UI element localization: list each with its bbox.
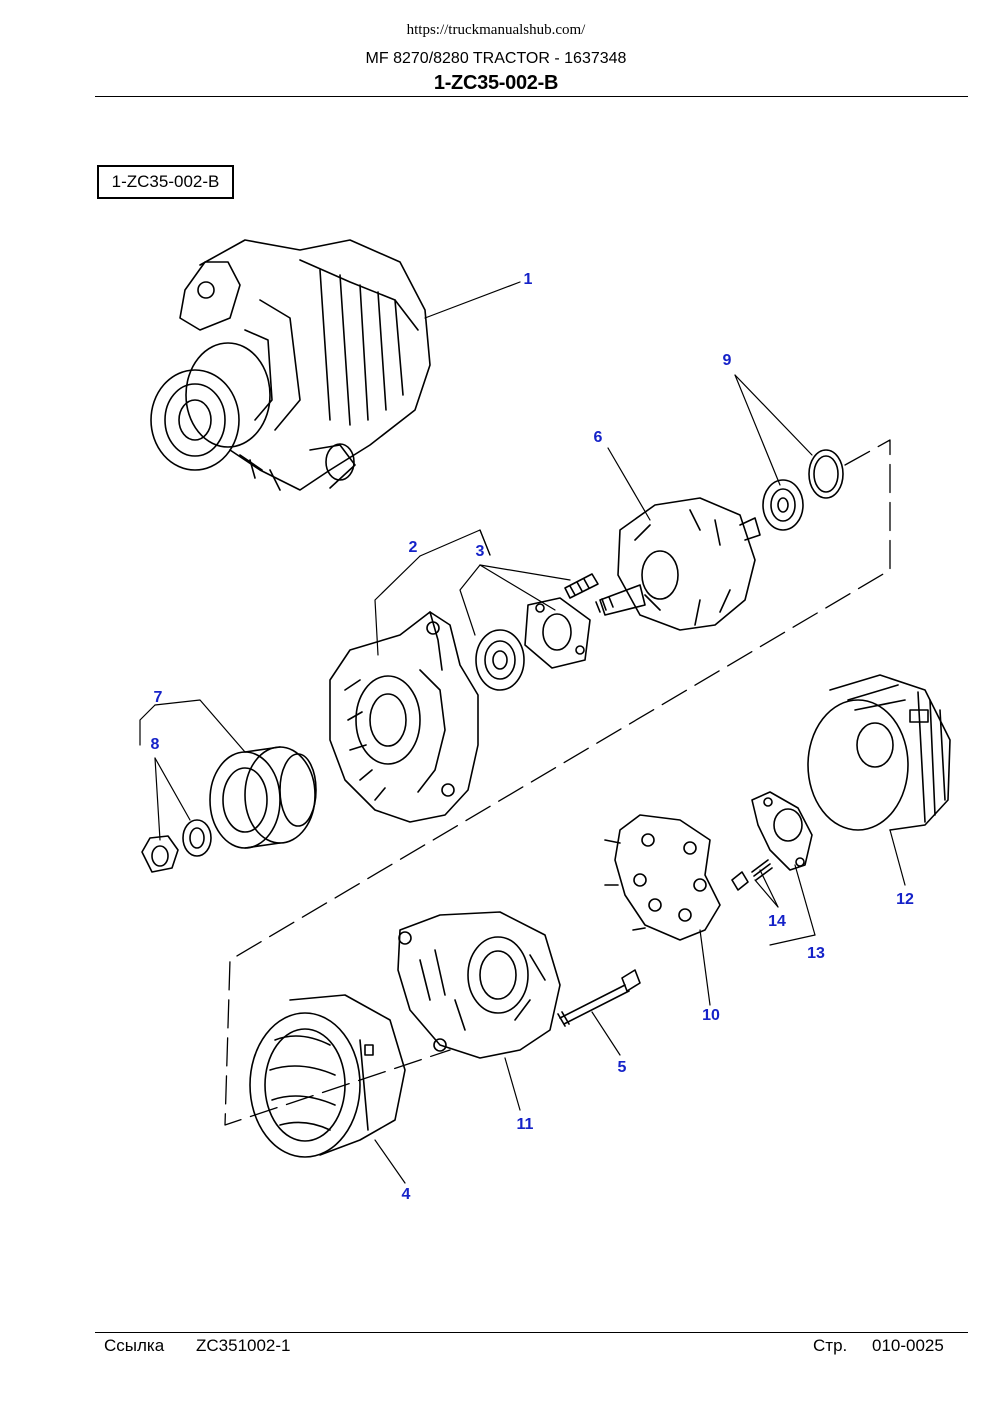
page-label: Стр. bbox=[813, 1336, 848, 1355]
callout-5: 5 bbox=[617, 1059, 627, 1076]
callout-13: 13 bbox=[807, 945, 825, 962]
section-code: 1-ZC35-002-B bbox=[433, 72, 559, 94]
document-title: MF 8270/8280 TRACTOR - 1637348 bbox=[365, 50, 627, 67]
callout-7: 7 bbox=[153, 689, 163, 706]
callout-12: 12 bbox=[896, 891, 914, 908]
callout-8: 8 bbox=[150, 736, 160, 753]
header-rule bbox=[95, 96, 968, 97]
callout-2: 2 bbox=[408, 539, 418, 556]
part-8-nut-washer bbox=[141, 819, 212, 873]
callout-11: 11 bbox=[516, 1116, 534, 1133]
part-6-rotor bbox=[595, 497, 761, 631]
callout-9: 9 bbox=[722, 352, 732, 369]
callout-3: 3 bbox=[475, 543, 485, 560]
callout-1: 1 bbox=[523, 271, 533, 288]
callout-10: 10 bbox=[702, 1007, 720, 1024]
reference-label: Ссылка bbox=[104, 1336, 165, 1355]
source-url: https://truckmanualshub.com/ bbox=[406, 22, 586, 38]
part-7-pulley bbox=[209, 746, 317, 849]
part-11-slip-ring-housing bbox=[397, 911, 561, 1059]
part-5-through-bolt bbox=[557, 969, 641, 1027]
callout-6: 6 bbox=[593, 429, 603, 446]
assembly-boundary-dashes bbox=[224, 439, 891, 1126]
part-13-regulator bbox=[751, 791, 813, 871]
leader-lines bbox=[139, 281, 906, 1184]
part-12-cover bbox=[807, 674, 951, 831]
callout-4: 4 bbox=[401, 1186, 411, 1203]
part-14-brushes-springs bbox=[731, 859, 773, 891]
footer-rule bbox=[95, 1332, 968, 1333]
reference-value: ZC351002-1 bbox=[196, 1336, 291, 1355]
figure-code-box: 1-ZC35-002-B bbox=[97, 165, 234, 199]
part-10-rectifier bbox=[604, 814, 721, 941]
part-1-alternator-assembly bbox=[150, 239, 431, 491]
part-9-bearing-ring bbox=[762, 449, 844, 531]
part-2-drive-end-housing bbox=[329, 611, 479, 823]
page-number: 010-0025 bbox=[872, 1336, 944, 1355]
part-4-stator bbox=[249, 994, 406, 1158]
part-3-bearing-retainer bbox=[475, 573, 599, 691]
callout-14: 14 bbox=[768, 913, 786, 930]
